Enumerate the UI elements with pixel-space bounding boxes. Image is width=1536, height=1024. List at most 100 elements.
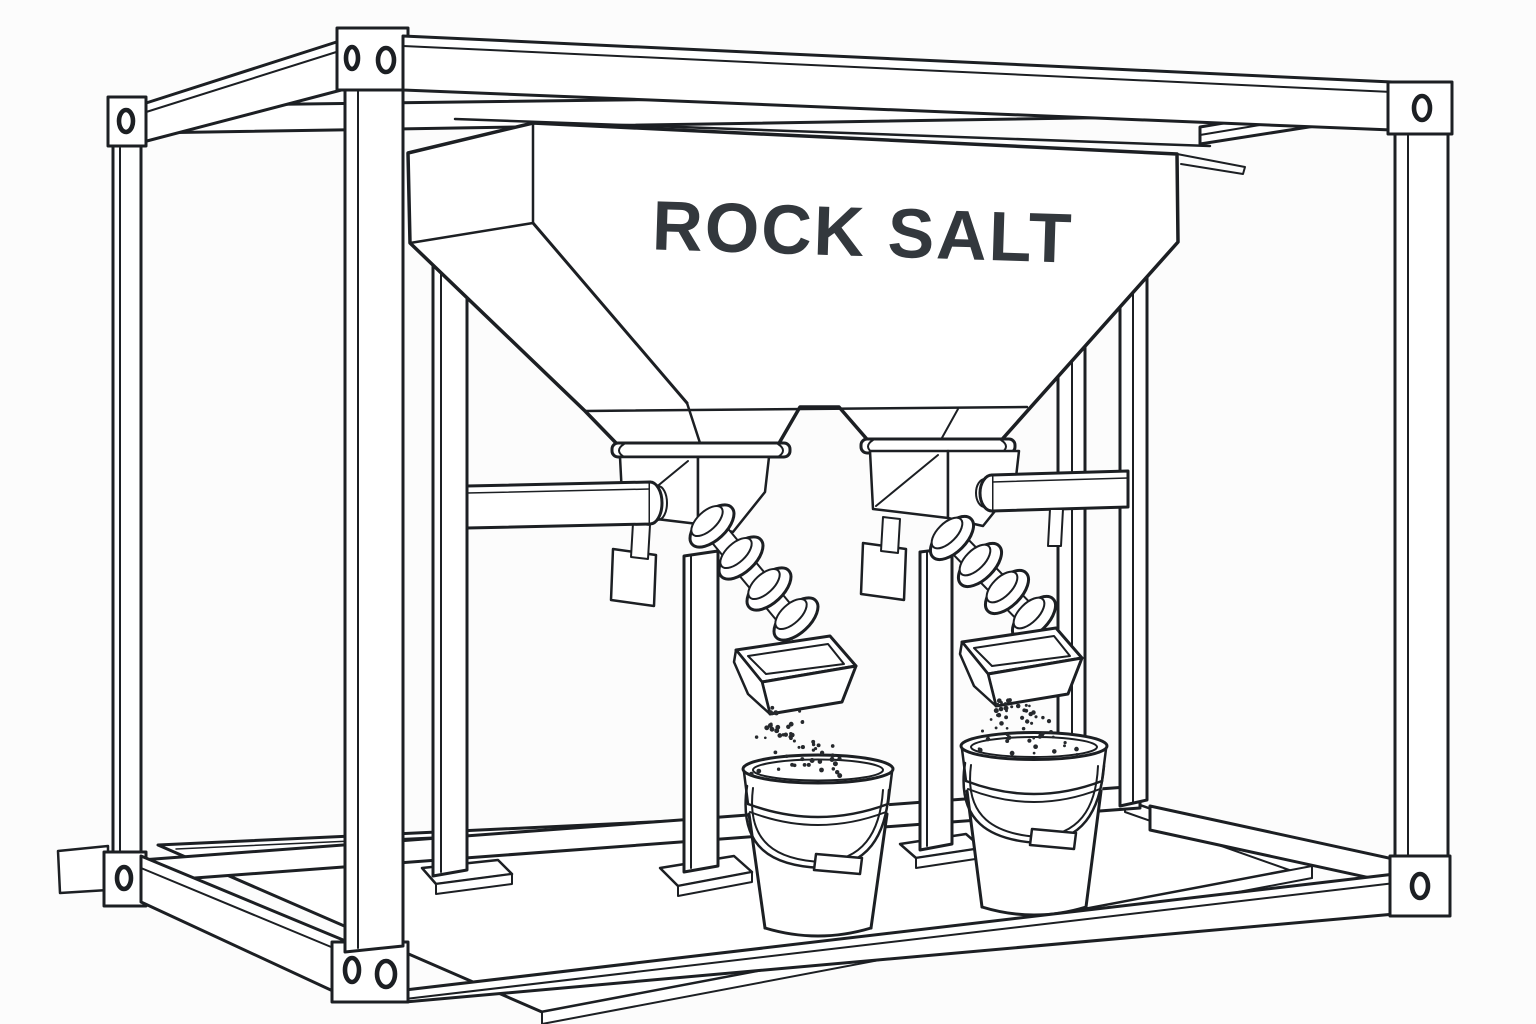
- salt-stream-right: [977, 698, 1079, 756]
- salt-granule: [1005, 739, 1010, 743]
- salt-granule: [1003, 705, 1009, 711]
- salt-granule: [1007, 698, 1012, 703]
- salt-granule: [806, 762, 811, 767]
- salt-granule: [770, 711, 774, 716]
- salt-granule: [831, 767, 836, 771]
- salt-granule: [980, 729, 985, 733]
- salt-granule: [802, 763, 807, 767]
- corner-casting-back-top-left: [106, 95, 148, 148]
- salt-granule: [1063, 744, 1066, 748]
- salt-granule: [792, 763, 797, 768]
- salt-granule: [832, 754, 836, 758]
- frame-post-front-right: [1393, 128, 1450, 864]
- salt-granule: [819, 750, 825, 755]
- salt-granule: [763, 736, 767, 740]
- salt-granule: [769, 726, 775, 732]
- salt-granule: [800, 745, 805, 750]
- auger-left: [688, 503, 820, 642]
- salt-granule: [1032, 736, 1036, 740]
- salt-granule: [798, 709, 802, 713]
- salt-granule: [784, 754, 789, 759]
- frame-post-front-left: [343, 76, 405, 954]
- salt-granule: [1020, 715, 1025, 720]
- bucket-left: [741, 753, 895, 938]
- salt-granule: [985, 736, 991, 742]
- salt-granule: [800, 757, 805, 762]
- salt-granule: [776, 767, 781, 771]
- salt-granule: [1032, 751, 1036, 755]
- feeder-box-right: [868, 449, 950, 520]
- salt-granule: [767, 723, 773, 728]
- bucket-handle-right: [962, 761, 1106, 851]
- salt-granule: [989, 718, 993, 721]
- hopper-label: ROCK SALT: [651, 186, 1074, 277]
- salt-granule: [999, 700, 1003, 705]
- salt-granule: [1041, 715, 1045, 720]
- salt-granule: [773, 710, 779, 715]
- salt-granule: [1027, 738, 1032, 743]
- salt-granule: [977, 747, 983, 753]
- salt-granule: [1005, 726, 1009, 730]
- salt-granule: [786, 724, 791, 730]
- salt-granule: [995, 702, 1000, 707]
- salt-granule: [1006, 735, 1012, 740]
- salt-granule: [837, 773, 843, 779]
- salt-granule: [797, 745, 801, 749]
- salt-granule: [1009, 750, 1015, 756]
- salt-granule: [764, 725, 770, 731]
- salt-granule: [756, 768, 762, 774]
- salt-granule: [1038, 733, 1043, 738]
- salt-granule: [1028, 711, 1033, 717]
- salt-granule: [1049, 729, 1053, 734]
- salt-granule: [1004, 715, 1009, 720]
- frame-post-back-left: [111, 144, 143, 855]
- salt-granule: [773, 750, 778, 755]
- salt-granule: [1024, 703, 1028, 707]
- salt-granule: [999, 721, 1004, 726]
- salt-granule: [809, 758, 815, 763]
- salt-granule: [829, 757, 835, 762]
- hopper: ROCK SALT: [406, 117, 1246, 459]
- salt-granule: [1024, 708, 1029, 713]
- support-arm-left: [465, 480, 668, 530]
- auger-right: [928, 514, 1058, 642]
- salt-granule: [1030, 721, 1034, 725]
- salt-granule: [1063, 741, 1067, 745]
- salt-granule: [1034, 715, 1038, 719]
- bucket-handle-left: [744, 784, 891, 876]
- dispenser-left: [609, 455, 858, 716]
- corner-casting-front-bottom-left: [330, 940, 410, 1004]
- salt-granule: [1010, 705, 1014, 709]
- salt-granule: [994, 726, 998, 730]
- salt-granule: [1051, 735, 1055, 739]
- salt-granule: [1005, 732, 1010, 737]
- support-arm-right: [975, 469, 1130, 547]
- salt-granule: [1028, 704, 1031, 708]
- salt-granule: [1075, 752, 1079, 756]
- salt-granule: [775, 724, 781, 730]
- salt-granule: [800, 720, 805, 724]
- salt-granule: [749, 771, 754, 777]
- corner-casting-front-top-left: [335, 26, 410, 92]
- salt-granule: [792, 739, 796, 743]
- salt-granule: [1025, 719, 1030, 724]
- salt-granule: [817, 759, 823, 764]
- salt-granule: [1015, 703, 1021, 709]
- salt-granule: [819, 767, 824, 773]
- salt-granule: [777, 733, 783, 738]
- salt-granule: [1033, 744, 1038, 750]
- spout-right: [958, 626, 1084, 708]
- salt-granule: [1074, 746, 1079, 752]
- salt-granule: [1003, 702, 1008, 706]
- salt-granule: [832, 761, 838, 767]
- salt-granule: [993, 708, 999, 714]
- corner-casting-front-top-right: [1386, 80, 1454, 136]
- support-column-left: [420, 229, 514, 895]
- corner-casting-front-bottom-right: [1388, 854, 1452, 918]
- salt-granule: [781, 733, 786, 737]
- salt-granule: [835, 770, 840, 775]
- salt-granule: [998, 706, 1004, 712]
- salt-granule: [770, 705, 775, 710]
